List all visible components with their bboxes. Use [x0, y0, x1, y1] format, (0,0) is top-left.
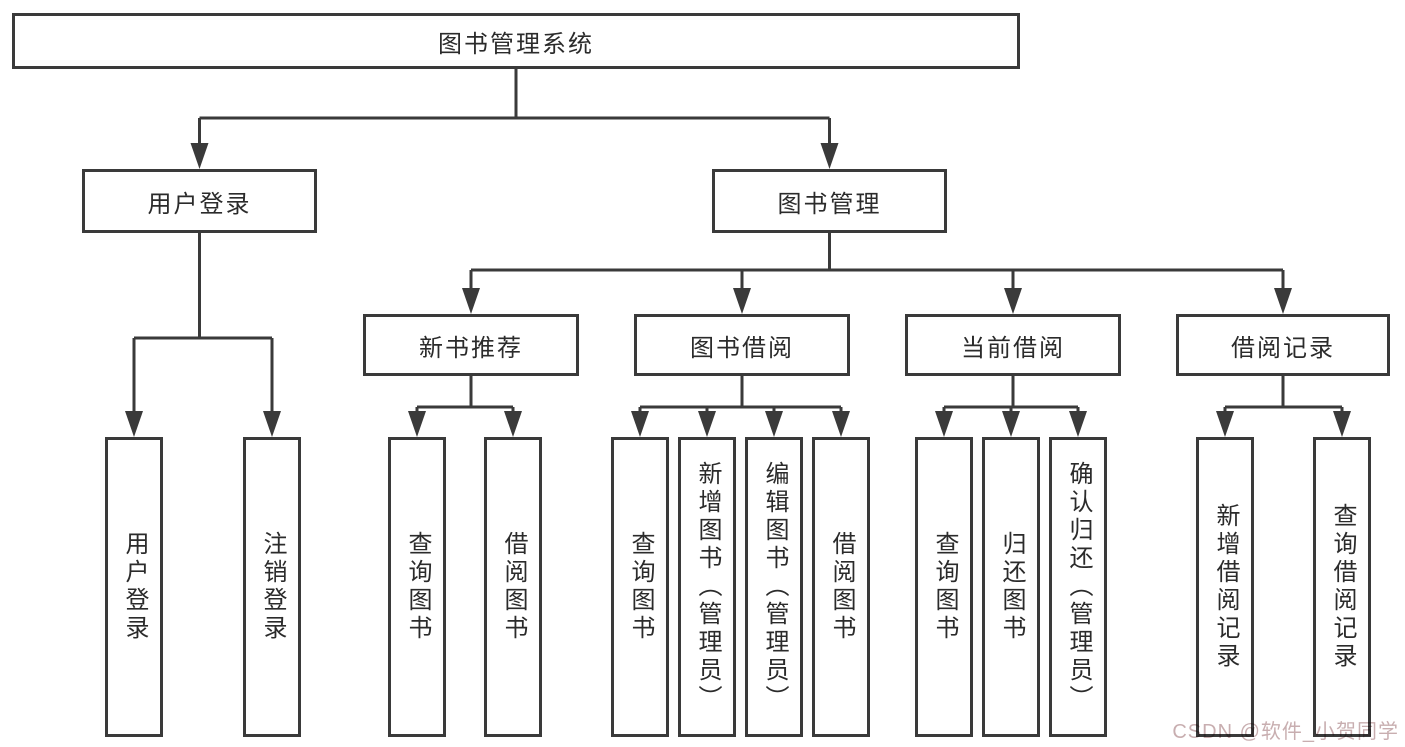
node-label: 当前借阅	[961, 334, 1065, 362]
node-label: 查询图书	[627, 531, 654, 643]
leaf-borrow-query-book: 查询图书	[611, 437, 669, 737]
leaf-add-book-admin: 新增图书（管理员）	[678, 437, 736, 737]
node-borrow-record: 借阅记录	[1176, 314, 1390, 376]
node-new-book-recommend: 新书推荐	[363, 314, 579, 376]
watermark: CSDN @软件_小贺同学	[1172, 721, 1399, 743]
leaf-recommend-borrow-book: 借阅图书	[484, 437, 542, 737]
node-book-management: 图书管理	[712, 169, 947, 233]
leaf-edit-book-admin: 编辑图书（管理员）	[745, 437, 803, 737]
node-library-system: 图书管理系统	[12, 13, 1020, 69]
node-label: 借阅图书	[500, 531, 527, 643]
leaf-recommend-query-book: 查询图书	[388, 437, 446, 737]
leaf-current-query-book: 查询图书	[915, 437, 973, 737]
node-label: 新增图书（管理员）	[694, 461, 721, 713]
node-label: 用户登录	[121, 531, 148, 643]
node-label: 查询图书	[931, 531, 958, 643]
node-label: 确认归还（管理员）	[1065, 461, 1092, 713]
node-label: 新书推荐	[419, 334, 523, 362]
node-label: 查询借阅记录	[1329, 503, 1356, 671]
node-label: 查询图书	[404, 531, 431, 643]
leaf-return-book: 归还图书	[982, 437, 1040, 737]
node-label: 图书借阅	[690, 334, 794, 362]
leaf-add-borrow-record: 新增借阅记录	[1196, 437, 1254, 737]
node-label: 新增借阅记录	[1212, 503, 1239, 671]
node-label: 借阅记录	[1231, 334, 1335, 362]
node-label: 借阅图书	[828, 531, 855, 643]
node-label: 用户登录	[147, 190, 252, 218]
leaf-user-login: 用户登录	[105, 437, 163, 737]
node-label: 归还图书	[998, 531, 1025, 643]
leaf-confirm-return-admin: 确认归还（管理员）	[1049, 437, 1107, 737]
leaf-borrow-book: 借阅图书	[812, 437, 870, 737]
leaf-query-borrow-record: 查询借阅记录	[1313, 437, 1371, 737]
node-book-borrow: 图书借阅	[634, 314, 850, 376]
leaf-logout: 注销登录	[243, 437, 301, 737]
node-user-login: 用户登录	[82, 169, 317, 233]
node-label: 图书管理系统	[438, 30, 594, 58]
node-label: 编辑图书（管理员）	[761, 461, 788, 713]
node-label: 图书管理	[777, 190, 882, 218]
node-current-borrow: 当前借阅	[905, 314, 1121, 376]
node-label: 注销登录	[259, 531, 286, 643]
